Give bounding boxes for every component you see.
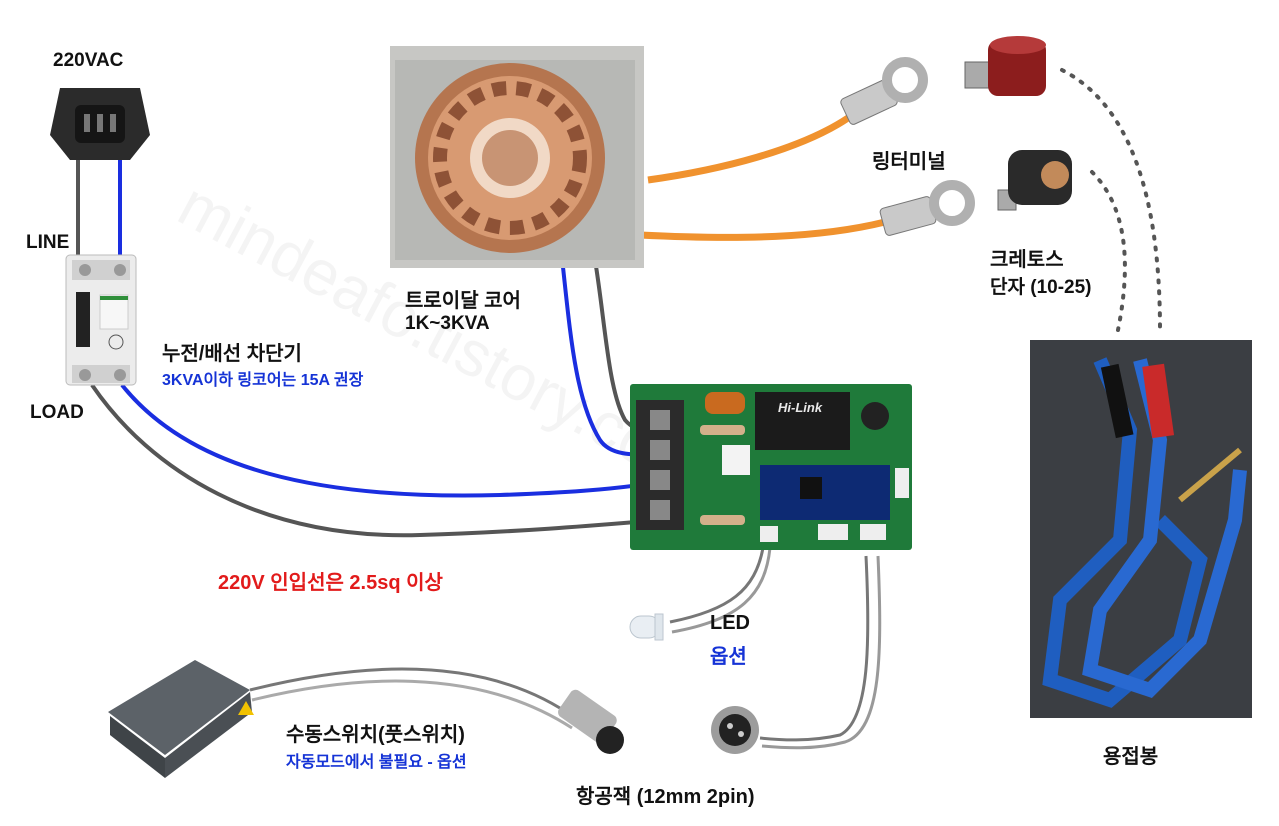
aviation-plug xyxy=(558,689,624,754)
toroid-title: 트로이달 코어 xyxy=(405,290,521,312)
line-label: LINE xyxy=(26,232,70,253)
circuit-breaker xyxy=(65,254,137,386)
jack-wire-2 xyxy=(761,555,882,750)
cretos-range: 단자 (10-25) xyxy=(990,277,1092,298)
load-label: LOAD xyxy=(30,402,84,423)
cretos-title: 크레토스 xyxy=(990,249,1064,271)
cretos-terminal-black xyxy=(997,150,1072,211)
led-component xyxy=(629,613,664,641)
foot-switch xyxy=(108,660,254,778)
toroid-rating: 1K~3KVA xyxy=(405,313,490,334)
breaker-note: 3KVA이하 링코어는 15A 권장 xyxy=(162,372,364,389)
hilink-module-brand: Hi-Link xyxy=(778,400,823,415)
ring-terminal-bottom xyxy=(879,180,975,236)
foot-switch-wire-2 xyxy=(251,679,573,730)
ac-input-label: 220VAC xyxy=(53,50,124,71)
breaker-title: 누전/배선 차단기 xyxy=(162,343,302,365)
aviation-jack xyxy=(711,706,759,754)
cretos-terminal-red xyxy=(964,36,1046,96)
led-option-label: 옵션 xyxy=(710,646,747,668)
foot-switch-note: 자동모드에서 불필요 - 옵션 xyxy=(286,754,467,771)
foot-switch-label: 수동스위치(풋스위치) xyxy=(286,724,465,746)
led-wire-1 xyxy=(669,547,765,624)
load-wire-blue xyxy=(120,383,661,498)
foot-switch-wire-1 xyxy=(249,667,576,720)
welding-rod-label: 용접봉 xyxy=(1103,746,1159,768)
ac-socket xyxy=(50,88,150,160)
led-wire-2 xyxy=(671,547,772,634)
input-wire-note: 220V 인입선은 2.5sq 이상 xyxy=(218,572,443,594)
toroid-wire-blue xyxy=(560,257,661,457)
secondary-wire-top xyxy=(647,115,850,184)
ring-terminal-label: 링터미널 xyxy=(872,151,946,173)
load-wire-gray xyxy=(90,383,661,538)
led-label: LED xyxy=(710,612,750,634)
jack-wire-1 xyxy=(759,555,870,742)
welding-rod-photo xyxy=(1030,340,1252,718)
secondary-wire-bottom xyxy=(639,218,886,241)
control-board xyxy=(630,384,912,550)
ring-terminal-top xyxy=(840,57,928,125)
aviation-jack-label: 항공잭 (12mm 2pin) xyxy=(576,786,755,808)
dotted-link-bottom xyxy=(1090,170,1127,332)
toroidal-transformer xyxy=(390,46,644,268)
